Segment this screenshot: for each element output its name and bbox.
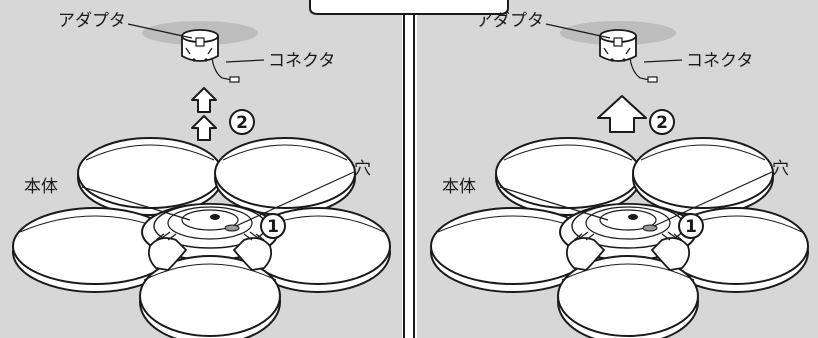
step-2-badge xyxy=(229,109,255,135)
step-1-badge xyxy=(678,213,704,239)
body-label: 本体 xyxy=(442,177,476,197)
connector-label: コネクタ xyxy=(686,51,753,71)
right-panel-illustration: 2 1 アダプタ コネクタ 本体 穴 xyxy=(430,11,809,338)
hole-label: 穴 xyxy=(772,159,789,179)
hole-label: 穴 xyxy=(354,159,371,179)
up-arrow-small-top xyxy=(191,87,217,113)
connector-label: コネクタ xyxy=(268,51,335,71)
top-tab xyxy=(309,0,509,15)
step-2-badge xyxy=(649,109,675,135)
adapter-label: アダプタ xyxy=(58,11,126,31)
body-label: 本体 xyxy=(24,177,58,197)
step-1-badge xyxy=(260,213,286,239)
step-1-number: 1 xyxy=(267,217,279,237)
step-2-number: 2 xyxy=(236,113,248,133)
left-panel-illustration: 2 1 アダプタ コネクタ 本体 穴 xyxy=(12,11,391,338)
step-2-number: 2 xyxy=(656,113,668,133)
up-arrow-large xyxy=(597,95,647,133)
up-arrow-small-bottom xyxy=(191,115,217,141)
adapter-label: アダプタ xyxy=(476,11,544,31)
step-1-number: 1 xyxy=(685,217,697,237)
